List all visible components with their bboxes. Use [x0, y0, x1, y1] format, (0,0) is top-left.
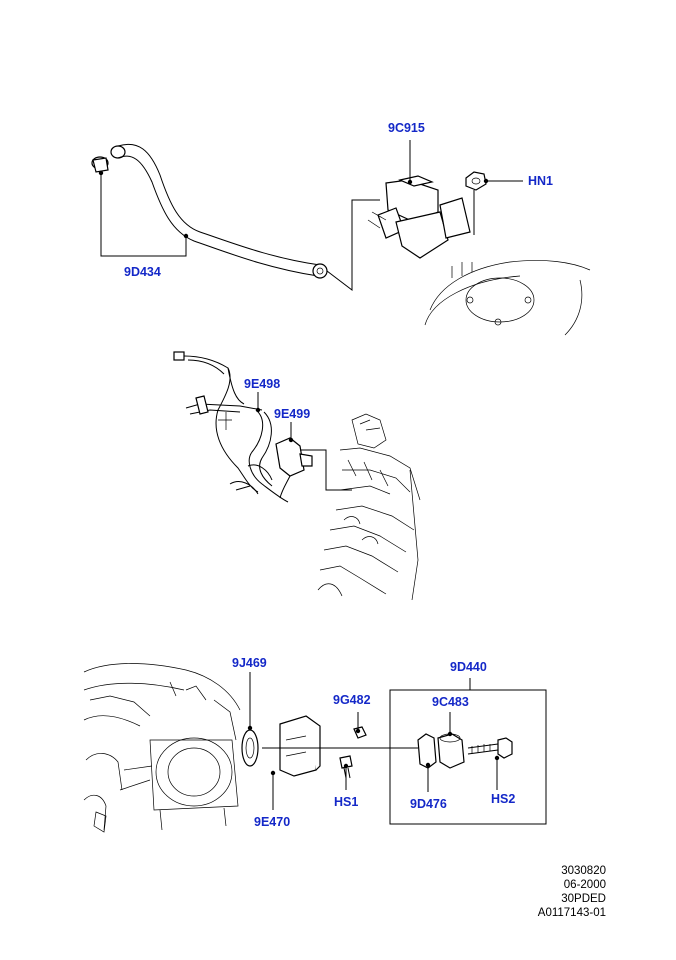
- label-9c483: 9C483: [432, 695, 469, 709]
- ref-line-2: 06-2000: [564, 879, 606, 891]
- reference-block: 3030820 06-2000 30PDED A0117143-01: [538, 865, 606, 919]
- label-9e499: 9E499: [274, 407, 310, 421]
- throttle-body-outline: [83, 663, 241, 833]
- hose-9d434: [91, 143, 328, 279]
- gasket-9j469: [241, 729, 259, 767]
- group-box-9d440: [389, 689, 547, 825]
- sensor-9c915: [367, 175, 471, 259]
- plug-9g482: [353, 726, 367, 739]
- ref-line-3: 30PDED: [561, 893, 606, 905]
- label-9d476: 9D476: [410, 797, 447, 811]
- bracket-9e470: [279, 715, 321, 777]
- connector-line: [326, 199, 380, 292]
- washer-9d476: [417, 733, 437, 769]
- manifold-top: [424, 260, 591, 336]
- leader-9e499: [290, 422, 352, 491]
- label-hs1: HS1: [334, 795, 358, 809]
- label-9g482: 9G482: [333, 693, 371, 707]
- connector-9e499: [275, 437, 313, 499]
- label-9j469: 9J469: [232, 656, 267, 670]
- bolt-hs2: [467, 737, 513, 759]
- engine-middle: [317, 413, 421, 601]
- spacer-9c483: [437, 733, 465, 769]
- label-hs2: HS2: [491, 792, 515, 806]
- leader-9d434: [98, 170, 189, 257]
- label-9d434: 9D434: [124, 265, 161, 279]
- label-9d440: 9D440: [450, 660, 487, 674]
- harness-9e498: [173, 351, 289, 503]
- label-9c915: 9C915: [388, 121, 425, 135]
- label-9e498: 9E498: [244, 377, 280, 391]
- nut-hn1: [465, 171, 487, 191]
- ref-line-1: 3030820: [561, 865, 606, 877]
- ref-line-4: A0117143-01: [538, 907, 606, 919]
- label-hn1: HN1: [528, 174, 553, 188]
- label-9e470: 9E470: [254, 815, 290, 829]
